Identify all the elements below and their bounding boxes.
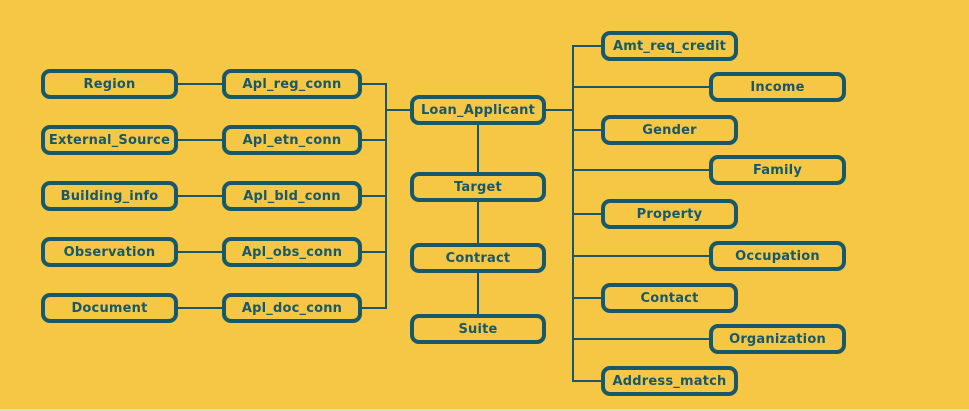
node-apl-reg-conn[interactable]: Apl_reg_conn (222, 69, 362, 99)
connector-line (178, 307, 222, 309)
connector-line (362, 83, 387, 85)
spine-line (477, 202, 479, 243)
node-apl-bld-conn[interactable]: Apl_bld_conn (222, 181, 362, 211)
node-property[interactable]: Property (601, 199, 738, 229)
connector-line (573, 45, 601, 47)
connector-line (362, 251, 387, 253)
node-apl-doc-conn[interactable]: Apl_doc_conn (222, 293, 362, 323)
connector-line (573, 213, 601, 215)
node-loan-applicant[interactable]: Loan_Applicant (410, 95, 546, 125)
node-external-source[interactable]: External_Source (41, 125, 178, 155)
connector-line (386, 109, 410, 111)
node-apl-obs-conn[interactable]: Apl_obs_conn (222, 237, 362, 267)
node-observation[interactable]: Observation (41, 237, 178, 267)
connector-line (573, 86, 709, 88)
node-organization[interactable]: Organization (709, 324, 846, 354)
connector-line (546, 109, 574, 111)
node-family[interactable]: Family (709, 155, 846, 185)
node-address-match[interactable]: Address_match (601, 366, 738, 396)
node-apl-etn-conn[interactable]: Apl_etn_conn (222, 125, 362, 155)
left-trunk-line (385, 83, 387, 309)
connector-line (178, 139, 222, 141)
node-amt-req-credit[interactable]: Amt_req_credit (601, 31, 738, 61)
spine-line (477, 125, 479, 172)
node-building-info[interactable]: Building_info (41, 181, 178, 211)
connector-line (178, 195, 222, 197)
node-region[interactable]: Region (41, 69, 178, 99)
connector-line (573, 169, 709, 171)
connector-line (573, 129, 601, 131)
node-target[interactable]: Target (410, 172, 546, 202)
window-bottom-edge (0, 409, 969, 411)
node-suite[interactable]: Suite (410, 314, 546, 344)
node-income[interactable]: Income (709, 72, 846, 102)
connector-line (573, 380, 601, 382)
connector-line (362, 307, 387, 309)
connector-line (573, 297, 601, 299)
connector-line (362, 139, 387, 141)
connector-line (573, 338, 709, 340)
connector-line (178, 251, 222, 253)
node-contact[interactable]: Contact (601, 283, 738, 313)
node-contract[interactable]: Contract (410, 243, 546, 273)
node-occupation[interactable]: Occupation (709, 241, 846, 271)
node-document[interactable]: Document (41, 293, 178, 323)
spine-line (477, 273, 479, 314)
connector-line (178, 83, 222, 85)
connector-line (362, 195, 387, 197)
node-gender[interactable]: Gender (601, 115, 738, 145)
connector-line (573, 255, 709, 257)
